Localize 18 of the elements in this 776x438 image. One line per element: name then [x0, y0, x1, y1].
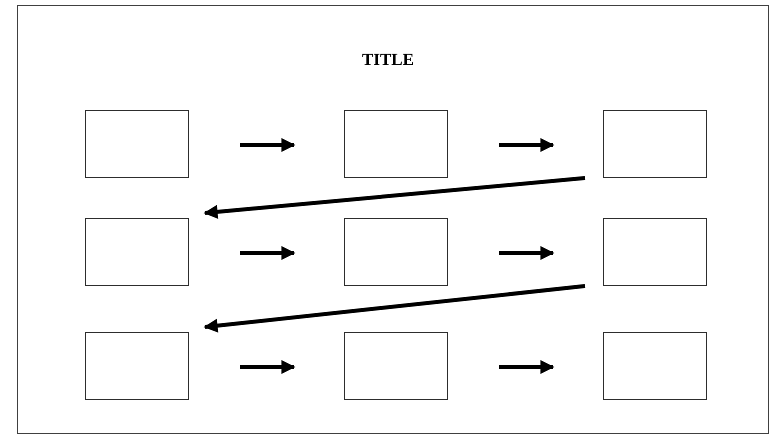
arrow — [240, 246, 296, 260]
arrow — [240, 138, 296, 152]
empty-box — [344, 110, 448, 178]
arrow — [204, 176, 586, 219]
title: TITLE — [361, 50, 415, 70]
empty-box — [344, 218, 448, 286]
empty-box — [85, 218, 189, 286]
empty-box — [344, 332, 448, 400]
arrow — [204, 284, 586, 333]
arrow — [499, 246, 554, 260]
arrow — [240, 360, 296, 374]
empty-box — [603, 332, 707, 400]
arrow — [499, 138, 554, 152]
empty-box — [603, 218, 707, 286]
empty-box — [85, 110, 189, 178]
empty-box — [85, 332, 189, 400]
arrow — [499, 360, 554, 374]
empty-box — [603, 110, 707, 178]
